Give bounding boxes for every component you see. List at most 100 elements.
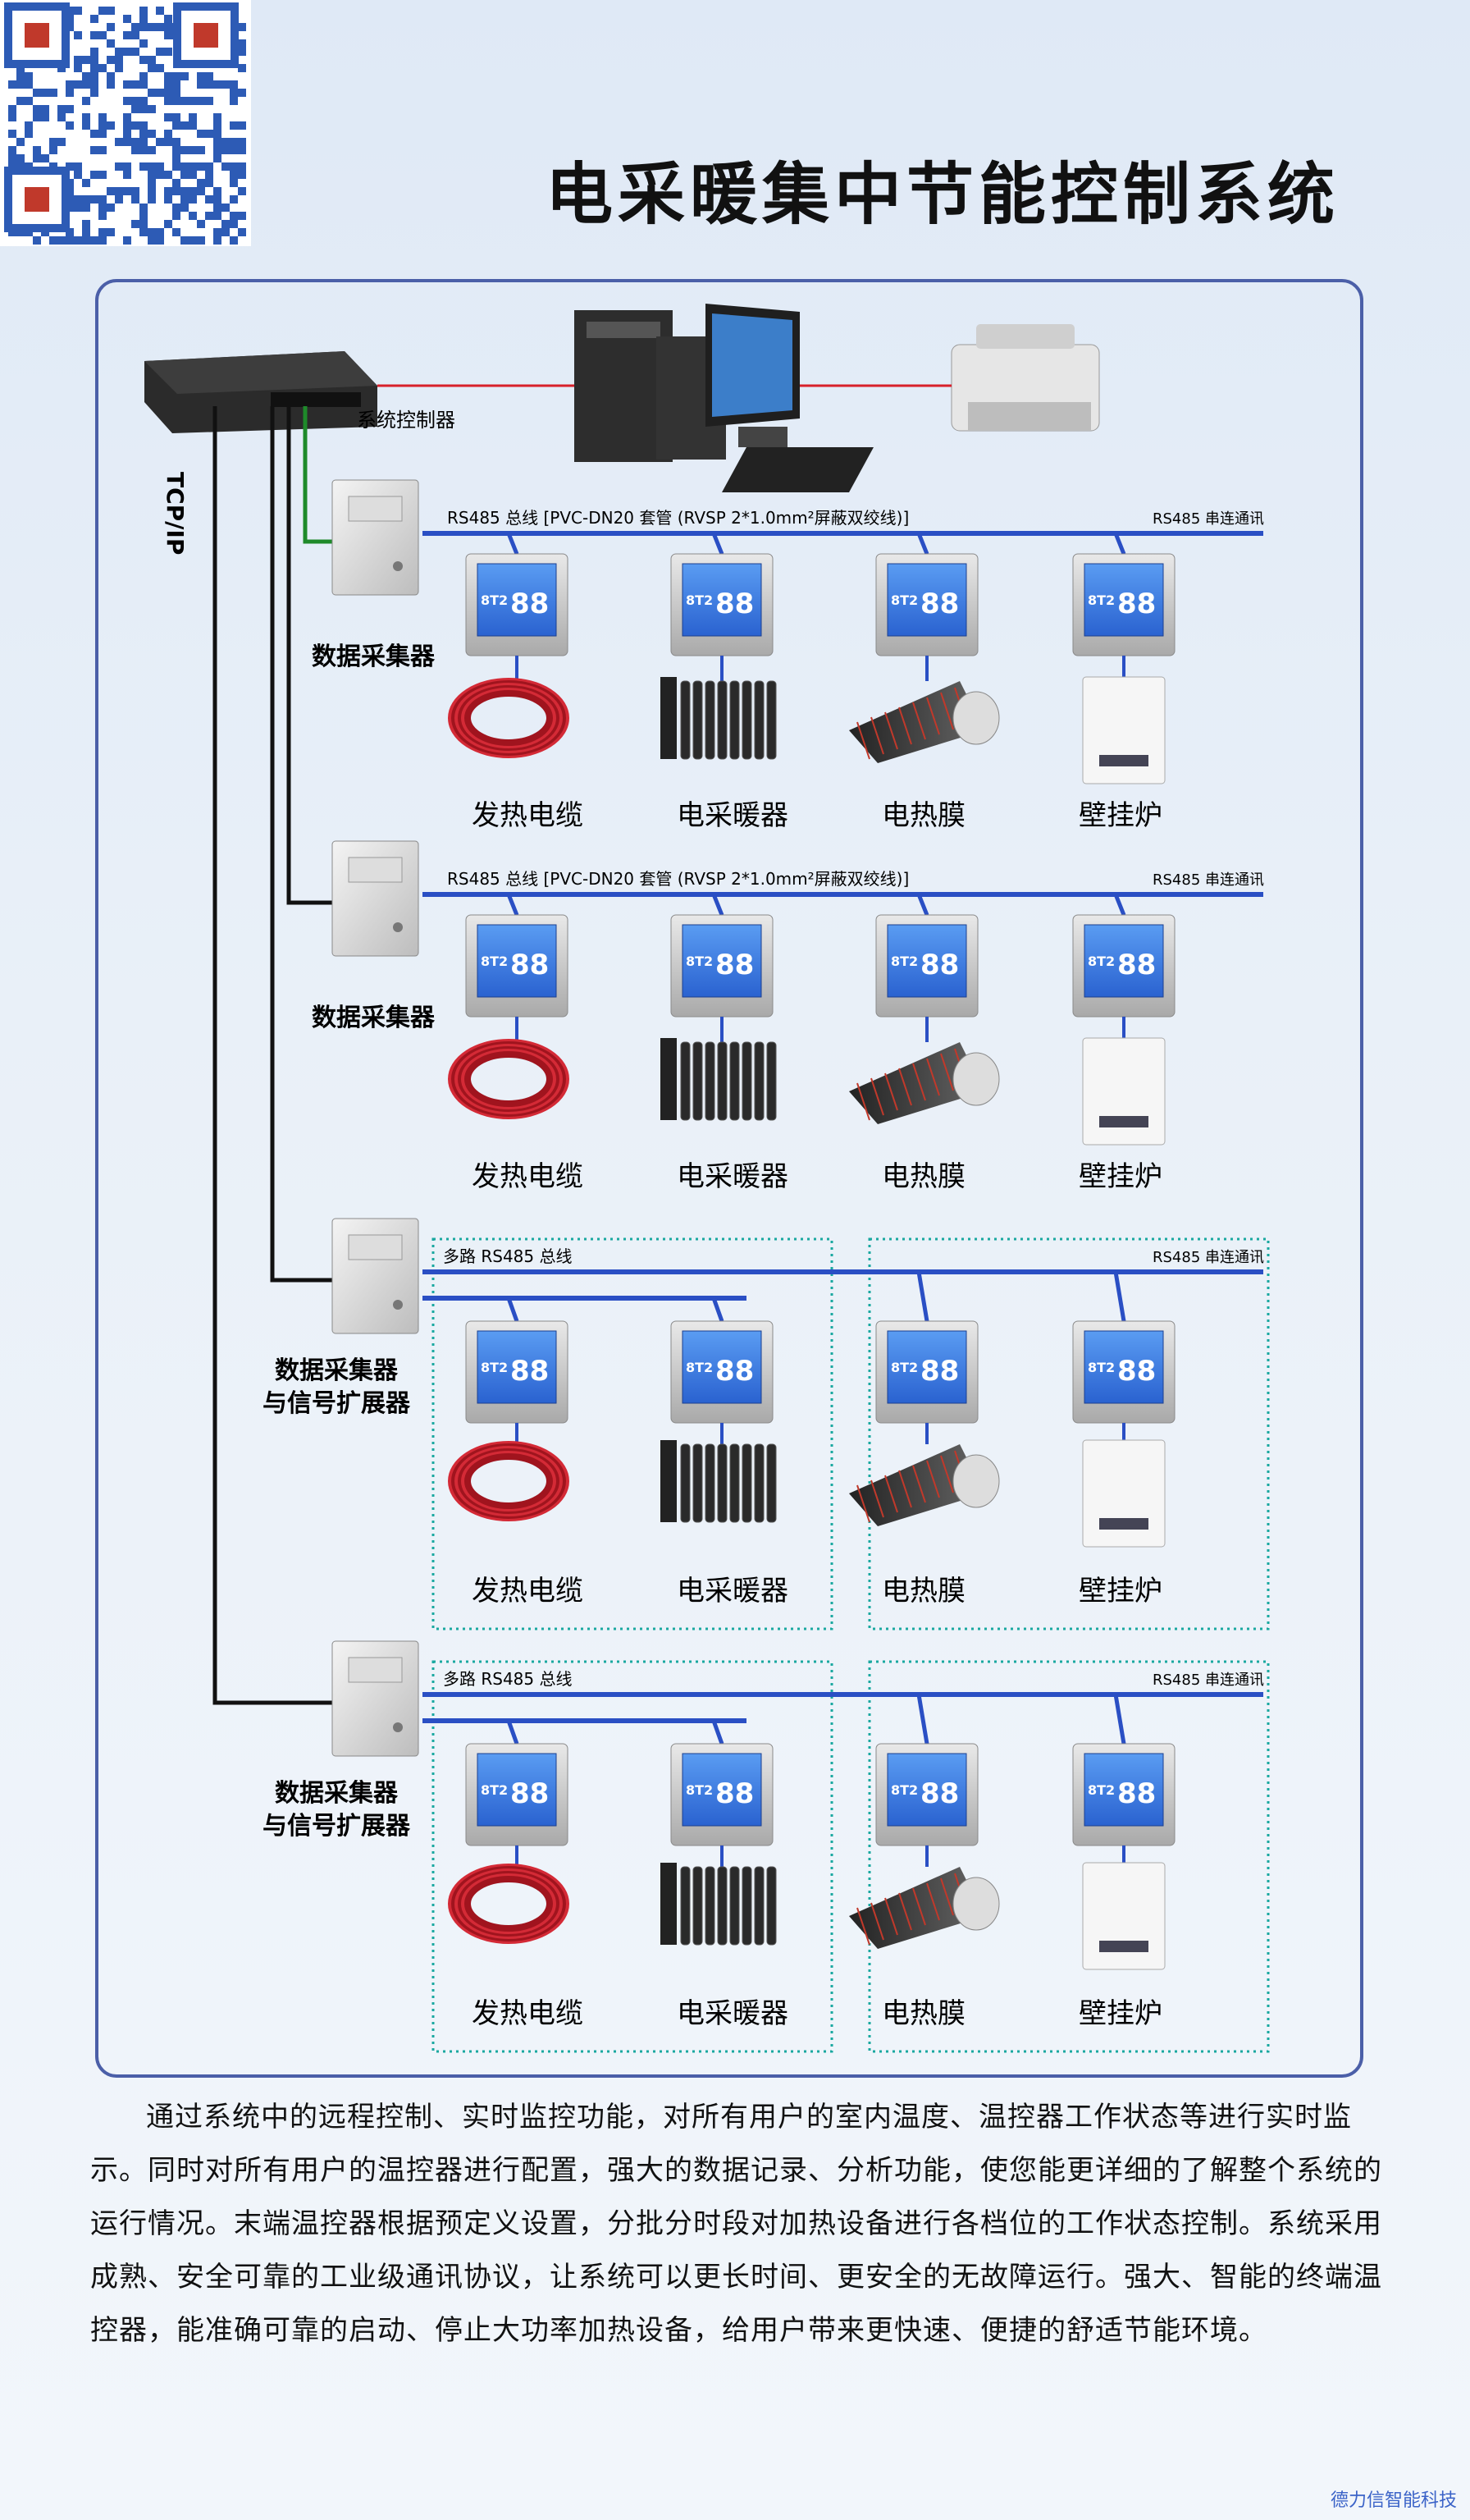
thermostat-mode: 8T2 — [686, 1360, 713, 1375]
dotted-group-left — [431, 1237, 833, 1630]
thermostat-digits: 88 — [715, 949, 754, 981]
qr-code — [0, 0, 251, 246]
thermostat-mode: 8T2 — [891, 592, 918, 608]
footer-brand: 德力信智能科技 — [1330, 2490, 1457, 2511]
thermostat-digits: 88 — [715, 1777, 754, 1810]
thermostat-mode: 8T2 — [481, 1782, 508, 1798]
heating-cable-icon — [448, 1441, 569, 1521]
thermostat-digits: 88 — [510, 1777, 549, 1810]
bus-drop — [506, 533, 519, 555]
thermostat-mode: 8T2 — [481, 1360, 508, 1375]
thermostat-mode: 8T2 — [481, 954, 508, 969]
collector-label: 数据采集器 — [312, 643, 436, 671]
dotted-group-left — [431, 1660, 833, 2053]
heating-cable-icon — [448, 1039, 569, 1119]
thermostat-digits: 88 — [715, 1355, 754, 1388]
bus-drop — [1113, 1271, 1126, 1322]
device-label: 发热电缆 — [472, 1160, 583, 1193]
device-label: 电热膜 — [882, 799, 966, 832]
heating-film-icon — [849, 1867, 1000, 1949]
tcpip-label: TCP/IP — [162, 472, 189, 555]
device-label: 壁挂炉 — [1079, 1575, 1162, 1608]
bus-drop — [711, 1297, 724, 1322]
bus-drop — [916, 1694, 929, 1745]
thermostat-digits: 88 — [920, 949, 959, 981]
thermostat-mode: 8T2 — [481, 592, 508, 608]
computer — [574, 304, 874, 492]
bus-drop — [916, 533, 929, 555]
device-label: 壁挂炉 — [1079, 799, 1162, 832]
bus-drop — [506, 1297, 519, 1322]
bus-drop — [506, 894, 519, 916]
multi-rs485-label: 多路 RS485 总线 — [443, 1246, 572, 1266]
thermostat-mode: 8T2 — [1088, 1782, 1115, 1798]
dotted-group-right — [868, 1237, 1270, 1630]
thermostat-digits: 88 — [1117, 588, 1156, 620]
thermostat-digits: 88 — [920, 1777, 959, 1810]
wall-boiler-icon — [1082, 1037, 1166, 1146]
thermostat-mode: 8T2 — [891, 954, 918, 969]
bus-drop — [711, 533, 724, 555]
heating-film-icon — [849, 1444, 1000, 1526]
device-label: 电热膜 — [882, 1160, 966, 1193]
system-diagram: 系统控制器 TCP/IP 数据采集器 RS485 总线 [PVC-DN20 套管 … — [144, 304, 1270, 2053]
system-controller-label: 系统控制器 — [357, 409, 455, 432]
radiator-icon — [660, 1863, 777, 1946]
collector-label: 数据采集器 — [275, 1356, 399, 1385]
bus-drop — [711, 894, 724, 916]
collector-label: 数据采集器 — [312, 1004, 436, 1032]
bus-drop — [1113, 1694, 1126, 1745]
multi-rs485-label: 多路 RS485 总线 — [443, 1669, 572, 1689]
dotted-group-right — [868, 1660, 1270, 2053]
data-collector-box — [331, 1218, 419, 1334]
radiator-icon — [660, 1038, 777, 1121]
heating-cable-icon — [448, 678, 569, 758]
collector-expander-label: 与信号扩展器 — [262, 1812, 411, 1841]
data-collector-box — [331, 1640, 419, 1757]
rs485-bus-label: RS485 总线 [PVC-DN20 套管 (RVSP 2*1.0mm²屏蔽双绞… — [447, 508, 909, 528]
thermostat-mode: 8T2 — [686, 1782, 713, 1798]
wall-boiler-icon — [1082, 676, 1166, 784]
thermostat-mode: 8T2 — [891, 1360, 918, 1375]
wall-boiler-icon — [1082, 1862, 1166, 1970]
printer — [951, 324, 1100, 432]
serial-comm-label: RS485 串连通讯 — [1153, 871, 1264, 889]
bus-drop — [916, 1271, 929, 1322]
serial-comm-label: RS485 串连通讯 — [1153, 1249, 1264, 1266]
device-label: 发热电缆 — [472, 1575, 583, 1608]
description-paragraph: 通过系统中的远程控制、实时监控功能，对所有用户的室内温度、温控器工作状态等进行实… — [90, 2101, 1382, 2347]
network-switch — [144, 351, 377, 433]
device-label: 电采暖器 — [677, 799, 788, 832]
thermostat-mode: 8T2 — [1088, 592, 1115, 608]
diagram-frame — [95, 279, 1363, 2078]
page-title: 电采暖集中节能控制系统 — [546, 156, 1340, 234]
device-label: 电采暖器 — [677, 1160, 788, 1193]
diagram-row: 数据采集器 RS485 总线 [PVC-DN20 套管 (RVSP 2*1.0mm… — [312, 479, 1264, 832]
thermostat-mode: 8T2 — [1088, 1360, 1115, 1375]
device-label: 壁挂炉 — [1079, 1997, 1162, 2030]
thermostat-digits: 88 — [715, 588, 754, 620]
device-label: 发热电缆 — [472, 799, 583, 832]
thermostat-digits: 88 — [920, 588, 959, 620]
thermostat-digits: 88 — [1117, 1777, 1156, 1810]
bus-drop — [916, 894, 929, 916]
device-label: 电热膜 — [882, 1575, 966, 1608]
serial-comm-label: RS485 串连通讯 — [1153, 510, 1264, 528]
wall-boiler-icon — [1082, 1439, 1166, 1548]
thermostat-digits: 88 — [1117, 949, 1156, 981]
heating-cable-icon — [448, 1864, 569, 1944]
device-label: 电采暖器 — [677, 1575, 788, 1608]
radiator-icon — [660, 677, 777, 760]
heating-film-icon — [849, 1042, 1000, 1124]
device-label: 发热电缆 — [472, 1997, 583, 2030]
